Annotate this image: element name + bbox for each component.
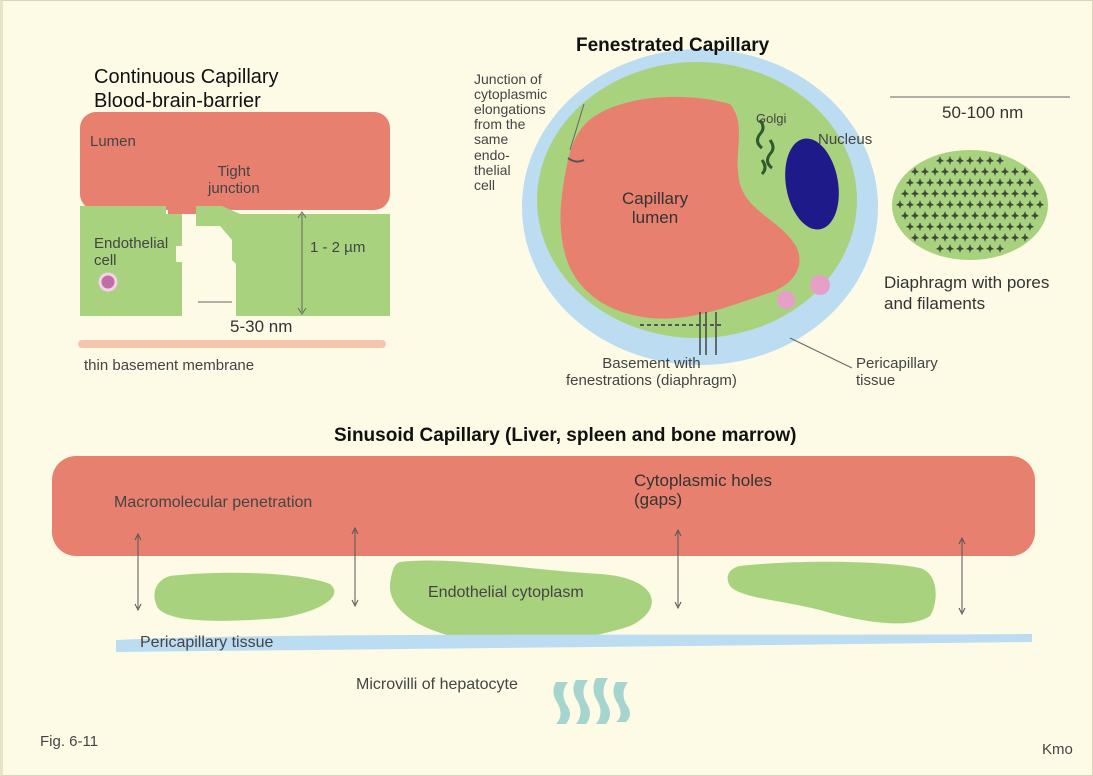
pink-granule-1 [810, 275, 830, 295]
tight-junction-label: Tight junction [208, 164, 260, 197]
diaphragm-label: Diaphragm with pores and filaments [884, 272, 1049, 315]
pericapillary-pointer [790, 338, 852, 368]
figure-number: Fig. 6-11 [40, 734, 98, 751]
basement-membrane [78, 340, 386, 348]
cytoplasmic-holes-label: Cytoplasmic holes (gaps) [634, 472, 772, 509]
scale-label: 50-100 nm [942, 104, 1023, 123]
pink-granule-2 [777, 291, 795, 309]
pericapillary-tissue-label: Pericapillary tissue [140, 634, 273, 652]
gap-label: 5-30 nm [230, 318, 292, 337]
microvilli-label: Microvilli of hepatocyte [356, 676, 518, 694]
macromolecular-label: Macromolecular penetration [114, 494, 312, 512]
continuous-lumen-label: Lumen [90, 134, 136, 151]
fenestrated-title: Fenestrated Capillary [576, 36, 769, 57]
microvilli [553, 678, 630, 724]
diaphragm-graphic [892, 150, 1048, 260]
nucleus-label: Nucleus [818, 132, 872, 149]
basement-fenestrations-label: Basement with fenestrations (diaphragm) [566, 356, 737, 389]
continuous-title-line1: Continuous Capillary [94, 66, 279, 88]
endothelial-cytoplasm-label: Endothelial cytoplasm [428, 584, 584, 602]
endothelial-cell-right [196, 206, 390, 316]
endothelial-cell-label: Endothelial cell [94, 236, 168, 269]
vesicle [100, 274, 116, 290]
cytoplasm-segment-2 [390, 561, 652, 644]
sinusoid-title: Sinusoid Capillary (Liver, spleen and bo… [334, 426, 796, 447]
author-mark: Kmo [1042, 742, 1073, 759]
pericapillary-label: Pericapillary tissue [856, 356, 938, 389]
cytoplasm-segment-1 [154, 573, 334, 621]
thickness-label: 1 - 2 µm [310, 240, 365, 257]
golgi-label: Golgi [756, 112, 786, 126]
continuous-title-line2: Blood-brain-barrier [94, 90, 261, 112]
capillary-lumen-label: Capillary lumen [622, 190, 688, 227]
basement-membrane-label: thin basement membrane [84, 358, 254, 375]
cytoplasm-segment-3 [728, 562, 936, 624]
junction-label: Junction of cytoplasmic elongations from… [474, 72, 547, 193]
